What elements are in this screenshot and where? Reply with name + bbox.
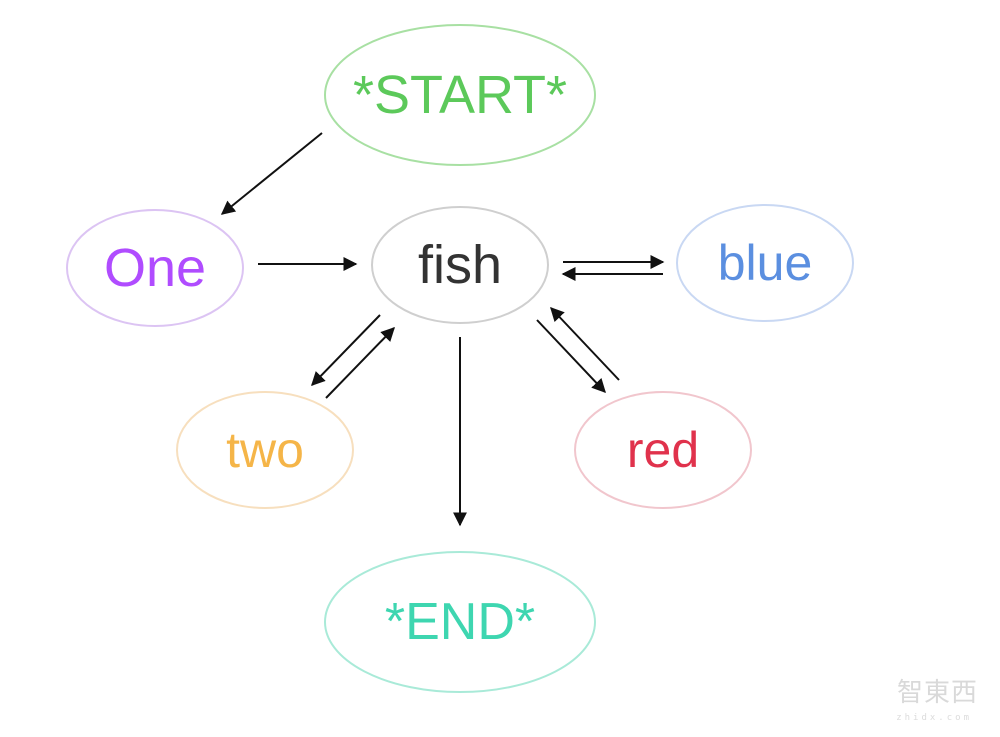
node-end: *END* bbox=[324, 551, 596, 693]
watermark-url: zhidx.com bbox=[896, 713, 972, 723]
node-blue-label: blue bbox=[718, 235, 813, 291]
edge-fish-to-red bbox=[536, 319, 606, 394]
node-one: One bbox=[66, 209, 244, 327]
node-start: *START* bbox=[324, 24, 596, 166]
edges bbox=[220, 132, 665, 527]
watermark-logo: 智東西 bbox=[896, 678, 978, 708]
nodes: *START* One fish blue two red *END* bbox=[66, 24, 854, 693]
edge-red-to-fish bbox=[550, 306, 620, 381]
node-start-ellipse bbox=[324, 24, 596, 166]
node-red-label: red bbox=[627, 422, 699, 478]
node-fish-label: fish bbox=[418, 235, 502, 295]
edge-start-to-one bbox=[220, 132, 323, 215]
node-start-label: *START* bbox=[353, 65, 567, 125]
node-two-ellipse bbox=[176, 391, 354, 509]
node-end-ellipse bbox=[324, 551, 596, 693]
edge-two-to-fish bbox=[325, 326, 395, 399]
node-red-ellipse bbox=[574, 391, 752, 509]
node-two: two bbox=[176, 391, 354, 509]
node-two-label: two bbox=[226, 422, 304, 478]
node-one-ellipse bbox=[66, 209, 244, 327]
node-red: red bbox=[574, 391, 752, 509]
node-fish: fish bbox=[371, 206, 549, 324]
node-end-label: *END* bbox=[385, 593, 535, 651]
node-one-label: One bbox=[104, 238, 206, 298]
node-blue: blue bbox=[676, 204, 854, 322]
node-fish-ellipse bbox=[371, 206, 549, 324]
edge-fish-to-two bbox=[311, 314, 381, 387]
node-blue-ellipse bbox=[676, 204, 854, 322]
